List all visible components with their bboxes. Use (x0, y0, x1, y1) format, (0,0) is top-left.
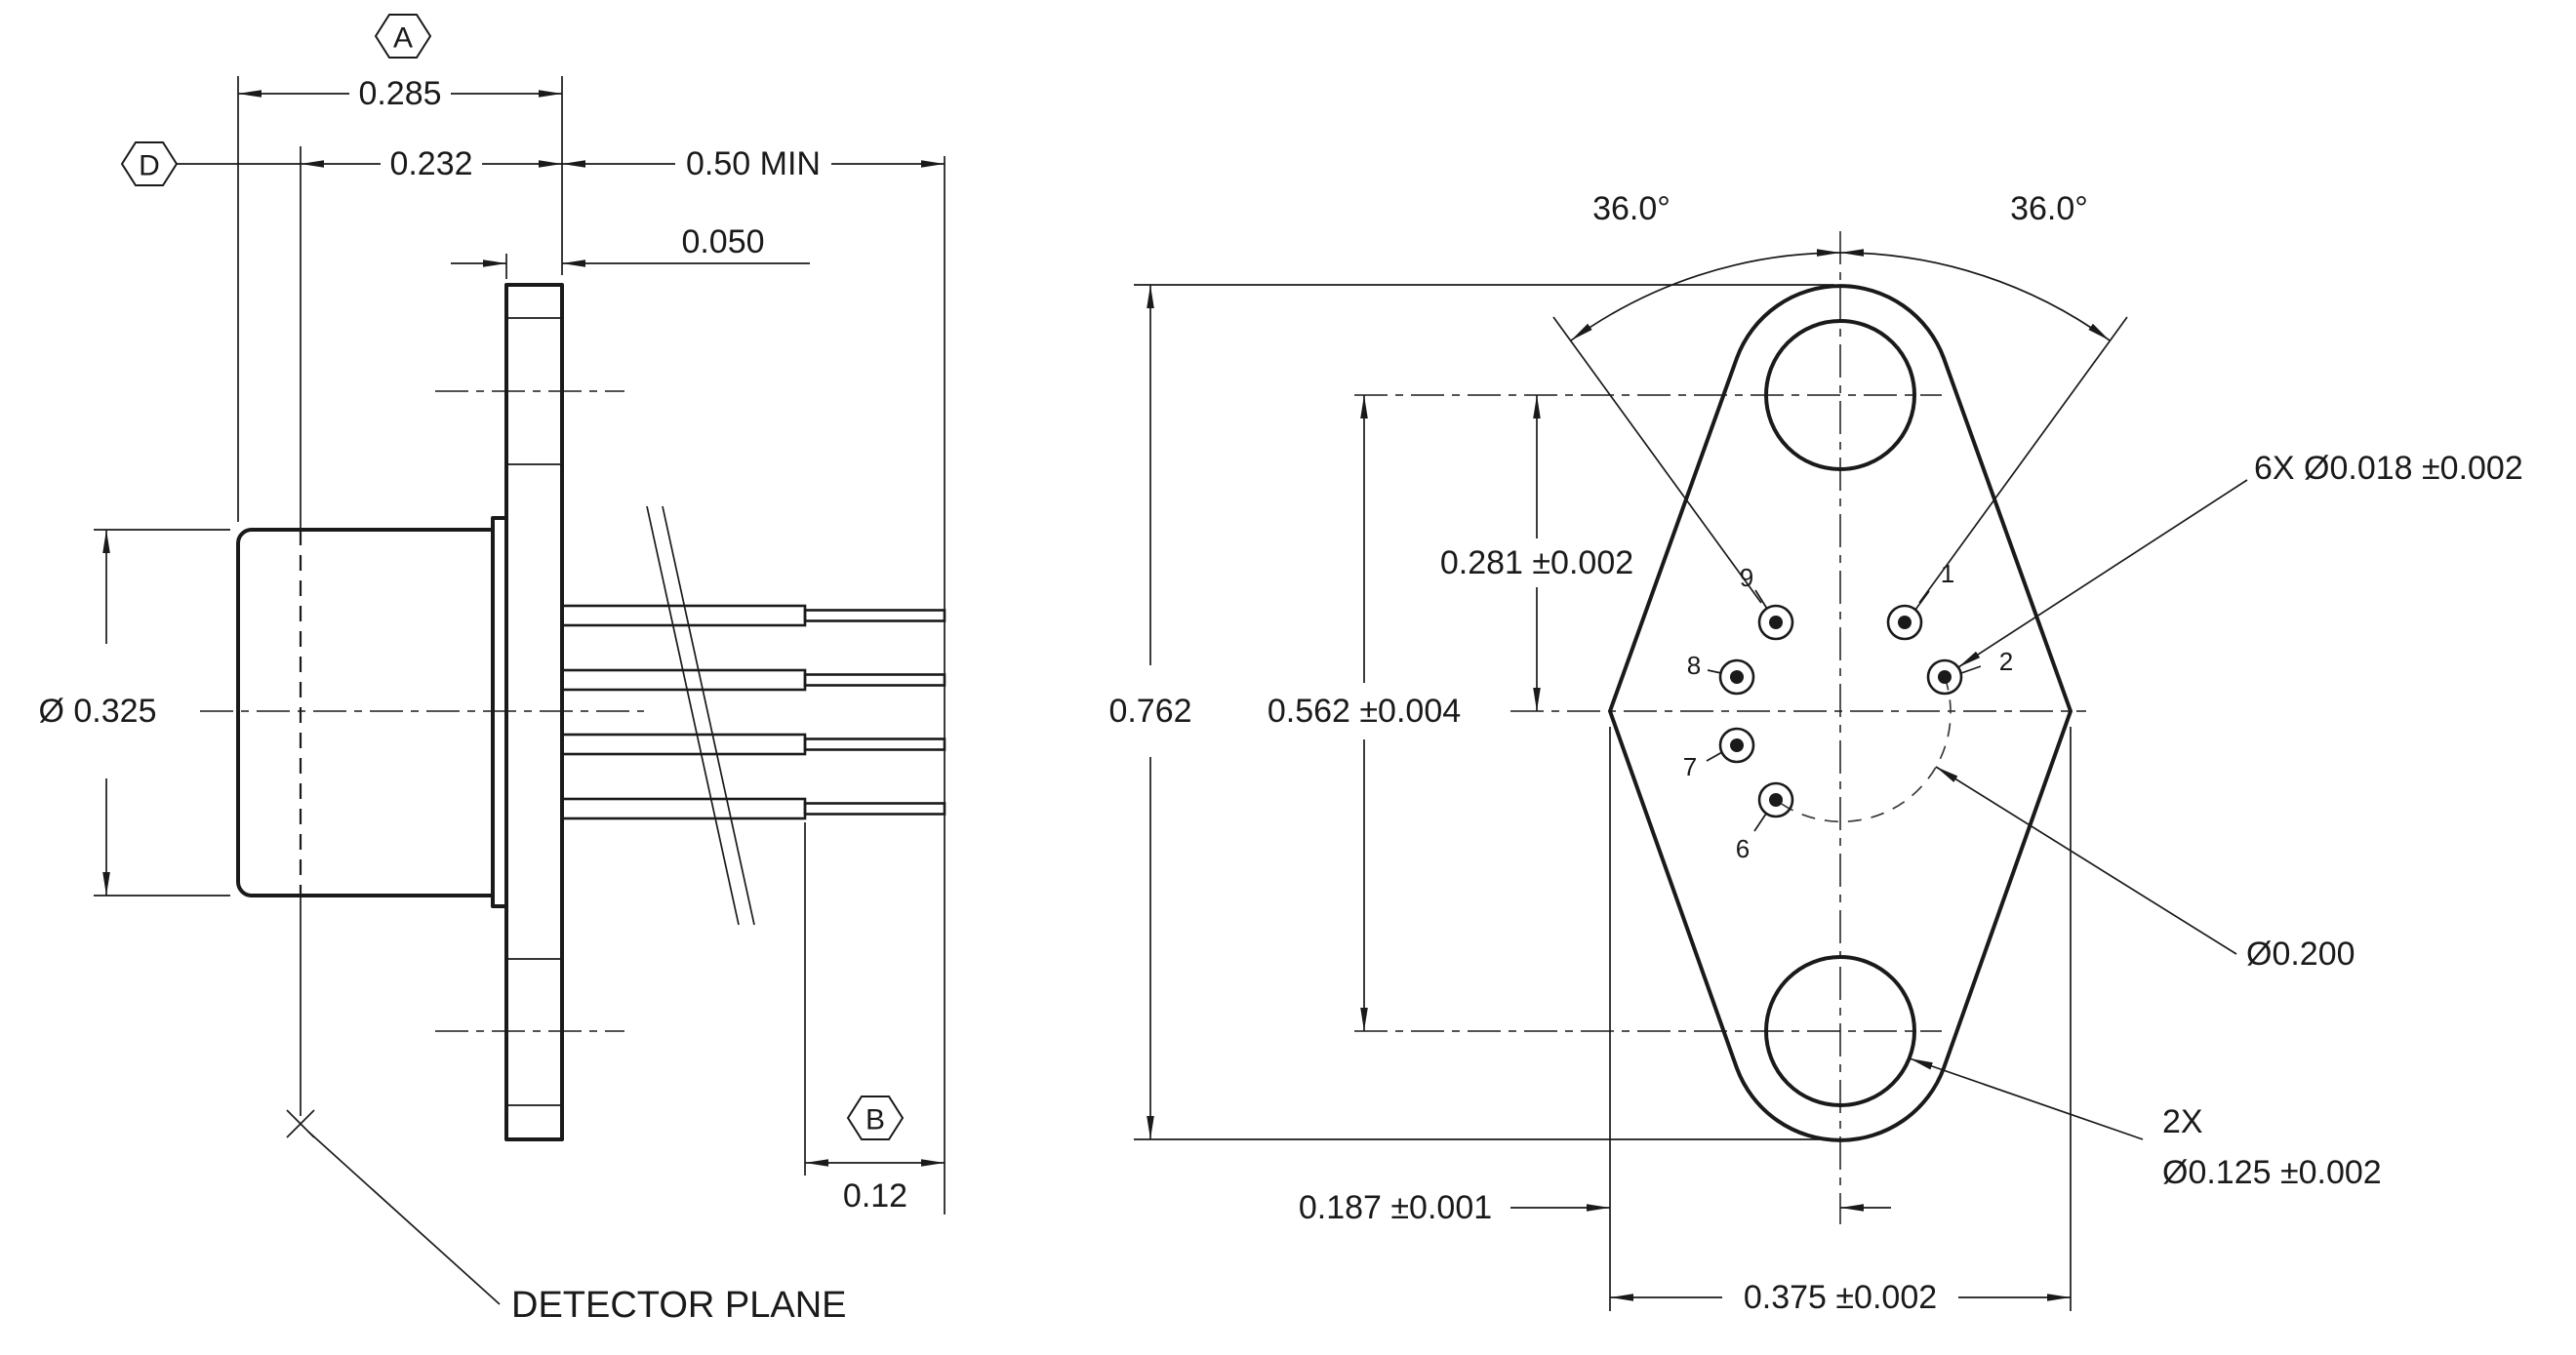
break-line (662, 505, 755, 926)
dim-lead-tip-length-text: 0.12 (843, 1177, 907, 1215)
dim-lead-tip-length: B 0.12 (804, 822, 945, 1215)
lead-center (1730, 738, 1744, 752)
datum-a-label: A (393, 22, 413, 55)
lead-1: 1 (1886, 559, 1954, 641)
lead-label-7: 7 (1683, 752, 1697, 781)
lead-outer (1926, 658, 1963, 696)
dim-angles: 36.0° 36.0° (1552, 190, 2128, 604)
lead-label-2: 2 (1999, 647, 2013, 676)
leader-line (307, 1131, 501, 1305)
lead-outer (1757, 604, 1794, 641)
dim-detector-to-flange-text: 0.232 (389, 145, 472, 182)
dim-overall-length: 0.762 (1108, 284, 1834, 1140)
datum-b-label: B (865, 1104, 885, 1136)
dim-center-to-edge: 0.187 ±0.001 (1299, 1189, 1891, 1226)
lead-label-tick (1914, 590, 1930, 611)
dim-hole-spacing-text: 0.562 ±0.004 (1268, 693, 1461, 730)
lead-8: 8 (1687, 651, 1755, 696)
dim-flange-width: 0.375 ±0.002 (1609, 727, 2072, 1316)
dim-flange-thickness: 0.050 (451, 223, 810, 279)
lead-center (1730, 670, 1744, 684)
dim-angle-left-text: 36.0° (1592, 190, 1670, 227)
lead-center (1769, 793, 1783, 807)
leads-side-view (560, 505, 946, 926)
lead-label-tick (1707, 669, 1722, 674)
lead-tip (803, 737, 946, 751)
dim-hole-to-center-text: 0.281 ±0.002 (1440, 544, 1633, 581)
dim-hole-spacing: 0.562 ±0.004 (1268, 395, 1461, 1031)
leader-line (1935, 766, 2237, 955)
dim-detector-to-flange: D 0.232 (120, 141, 562, 186)
callout-hole-qty-text: 2X (2162, 1103, 2203, 1140)
face-view: 9 1 8 2 (1108, 190, 2522, 1316)
lead-tip (803, 609, 946, 622)
dim-overall-length-text: 0.762 (1108, 693, 1191, 730)
datum-a-hexagon (374, 14, 432, 59)
lead-6: 6 (1736, 781, 1794, 863)
lead-label-9: 9 (1740, 563, 1753, 592)
lead-outer (1886, 604, 1923, 641)
dim-hole-to-center: 0.281 ±0.002 (1440, 395, 1633, 711)
detector-plane-label: DETECTOR PLANE (511, 1285, 846, 1326)
lead-label-tick (1706, 751, 1723, 762)
lead-7: 7 (1683, 727, 1755, 781)
callout-lead-dia: 6X Ø0.018 ±0.002 (1957, 450, 2523, 668)
dim-lead-min-length-text: 0.50 MIN (686, 145, 821, 182)
leader-line (1957, 479, 2248, 668)
callout-mounting-holes: 2X Ø0.125 ±0.002 (1909, 1057, 2382, 1191)
detector-plane-line (286, 146, 315, 1138)
lead-center (1938, 670, 1952, 684)
lead-9: 9 (1740, 563, 1794, 641)
dim-body-diameter-text: Ø 0.325 (39, 693, 157, 730)
lead-base (560, 797, 807, 820)
lead-base (560, 604, 807, 627)
datum-d-label: D (139, 150, 160, 182)
body-boss-outline (491, 516, 508, 908)
lead-2: 2 (1926, 647, 2013, 696)
callout-lead-circle-text: Ø0.200 (2246, 936, 2355, 973)
callout-hole-dia-text: Ø0.125 ±0.002 (2162, 1154, 2382, 1191)
lead-center (1769, 616, 1783, 629)
angle-leg-right (1918, 316, 2128, 604)
detector-plane-callout: DETECTOR PLANE (307, 1131, 846, 1326)
detector-body-outline (236, 528, 495, 897)
dim-center-to-edge-text: 0.187 ±0.001 (1299, 1189, 1492, 1226)
lead-tip (803, 802, 946, 816)
lead-center (1898, 616, 1912, 629)
lead-label-1: 1 (1941, 559, 1954, 588)
lead-label-6: 6 (1736, 834, 1750, 863)
lead-label-tick (1753, 813, 1767, 832)
callout-lead-circle: Ø0.200 (1935, 766, 2355, 973)
callout-lead-dia-text: 6X Ø0.018 ±0.002 (2254, 450, 2523, 487)
lead-base (560, 733, 807, 756)
dim-body-diameter: Ø 0.325 (39, 529, 230, 897)
angle-leg-left (1552, 316, 1762, 604)
lead-label-8: 8 (1687, 651, 1701, 680)
lead-label-tick (1960, 665, 1982, 674)
leads-face-view: 9 1 8 2 (1683, 559, 2013, 863)
dim-flange-offset: 0.285 A (237, 14, 563, 522)
dim-flange-width-text: 0.375 ±0.002 (1744, 1279, 1937, 1316)
break-line (646, 505, 740, 926)
angle-arc-right (1839, 249, 2111, 341)
mounting-hole-bottom (1764, 955, 1916, 1107)
lead-circle-arc (1775, 676, 1952, 823)
lead-tip (803, 673, 946, 687)
datum-b-hexagon (846, 1096, 905, 1140)
lead-outer (1718, 658, 1755, 696)
dim-lead-min-length: 0.50 MIN (562, 145, 946, 1215)
dim-angle-right-text: 36.0° (2010, 190, 2088, 227)
lead-outer (1718, 727, 1755, 764)
detector-plane-x-mark (286, 1109, 315, 1138)
lead-label-tick (1754, 589, 1768, 610)
side-view: 0.285 A D 0.232 0.50 MIN 0.050 (39, 14, 946, 1326)
dim-flange-offset-text: 0.285 (358, 75, 441, 112)
angle-arc-left (1570, 249, 1841, 341)
flange-outline-side (504, 283, 564, 1141)
dim-flange-thickness-text: 0.050 (681, 223, 764, 260)
lead-outer (1757, 781, 1794, 818)
leader-line (1909, 1057, 2144, 1140)
